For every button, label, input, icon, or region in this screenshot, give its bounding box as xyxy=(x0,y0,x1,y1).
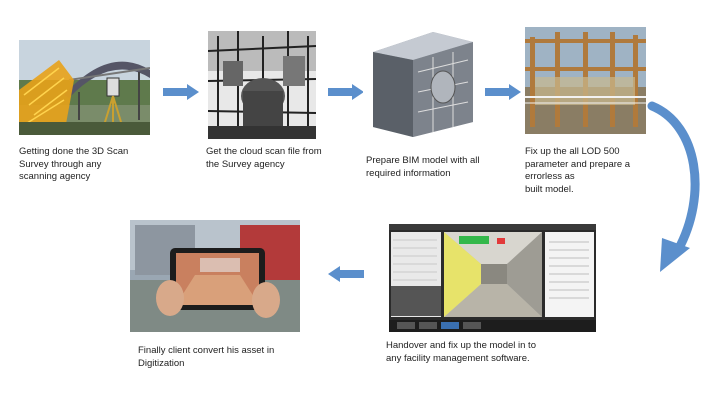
step-2-point-cloud-image xyxy=(208,31,316,139)
arrow-right-icon xyxy=(328,84,364,100)
arrow-right-icon xyxy=(485,84,521,100)
step-3-bim-model-image xyxy=(363,22,481,140)
step-5-caption: Handover and fix up the model in to any … xyxy=(386,340,536,364)
step-4-caption: Fix up the all LOD 500 parameter and pre… xyxy=(525,146,631,195)
step-6-caption: Finally client convert his asset in Digi… xyxy=(138,345,275,369)
step-2-caption: Get the cloud scan file from the Survey … xyxy=(206,146,322,170)
step-5-fm-software-screenshot xyxy=(389,224,596,332)
step-1-caption: Getting done the 3D Scan Survey through … xyxy=(19,146,129,182)
curved-arrow-down-icon xyxy=(647,101,700,272)
arrow-left-icon xyxy=(328,266,364,282)
step-1-scan-photo xyxy=(19,40,150,135)
step-6-tablet-digitization-photo xyxy=(130,220,300,332)
step-3-caption: Prepare BIM model with all required info… xyxy=(366,155,480,179)
step-4-as-built-photo xyxy=(525,27,646,134)
arrow-right-icon xyxy=(163,84,199,100)
